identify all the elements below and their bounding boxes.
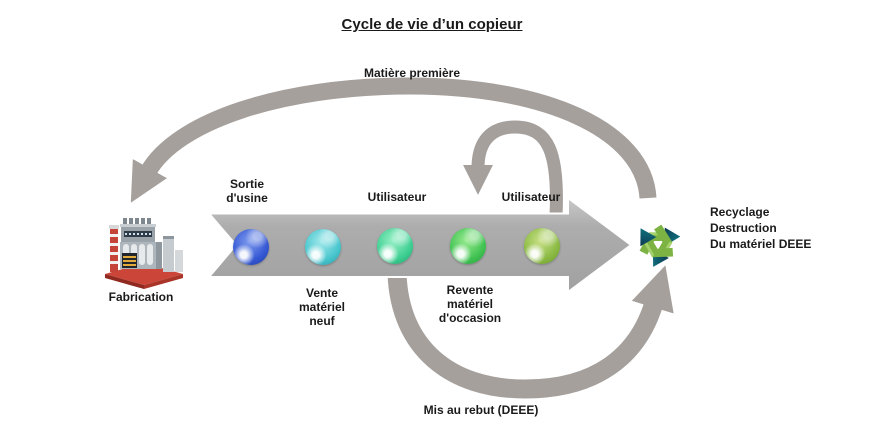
sphere-cyan	[305, 229, 341, 265]
mis-au-rebut-arc-arrow	[387, 265, 674, 399]
recycle-icon	[639, 224, 681, 267]
diagram-title: Cycle de vie d’un copieur	[341, 16, 523, 33]
deee-line: Du matériel DEEE	[710, 237, 812, 251]
factory-icon	[105, 218, 183, 289]
sortie-usine-label: Sortie d'usine	[226, 177, 268, 205]
vente-label: Vente matériel neuf	[298, 286, 346, 328]
destruction-line: Destruction	[710, 221, 777, 235]
sphere-teal-green	[377, 228, 413, 264]
recycle-text-block: Recyclage Destruction Du matériel DEEE	[710, 204, 811, 252]
sphere-yellow-green	[524, 228, 560, 264]
matiere-premiere-label: Matière première	[363, 66, 461, 80]
revente-label: Revente matériel d'occasion	[438, 283, 502, 325]
utilisateur-1-label: Utilisateur	[367, 190, 427, 204]
main-flow-arrow	[206, 196, 633, 294]
fabrication-label: Fabrication	[108, 290, 174, 304]
matiere-premiere-arc-arrow	[130, 77, 657, 203]
mis-au-rebut-label: Mis au rebut (DEEE)	[423, 403, 539, 417]
resale-loop-arrow	[463, 120, 563, 217]
sphere-blue	[233, 229, 269, 265]
sphere-green	[450, 228, 486, 264]
recyclage-line: Recyclage	[710, 205, 770, 219]
utilisateur-2-label: Utilisateur	[501, 190, 561, 204]
